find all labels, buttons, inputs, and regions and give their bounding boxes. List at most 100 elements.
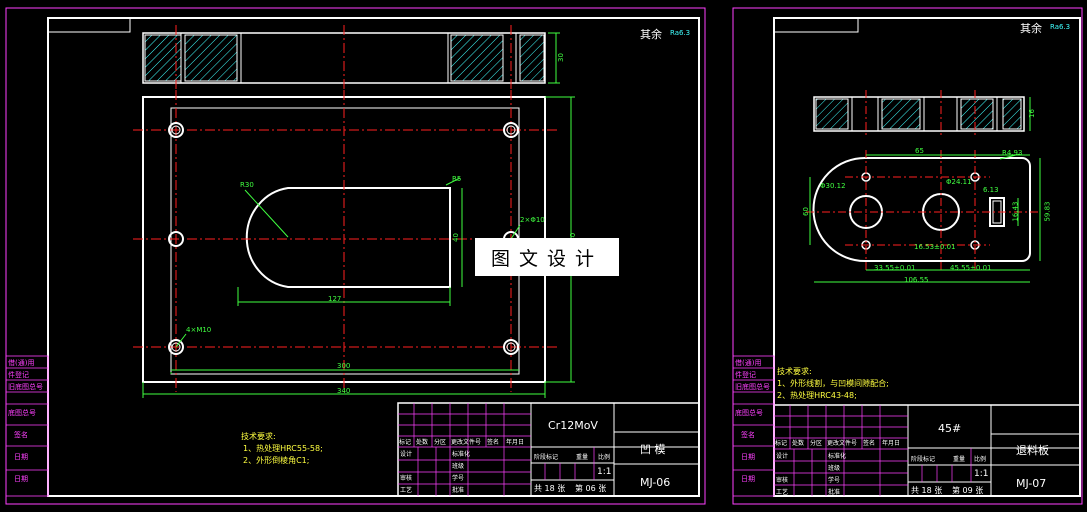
left-tb-design: 设计 xyxy=(400,451,413,458)
right-tb-weight: 重量 xyxy=(953,456,966,463)
left-dim-holes-4: 4×M10 xyxy=(186,326,212,334)
left-side-1: 件登记 xyxy=(8,371,29,379)
right-tb-approve: 批准 xyxy=(828,489,841,496)
right-dim-h-left: 60 xyxy=(801,207,810,216)
right-scale: 1:1 xyxy=(974,469,989,479)
right-dim-h-total: 59.83 xyxy=(1043,201,1052,222)
right-tb-count: 处数 xyxy=(792,440,805,447)
left-tb-scale: 比例 xyxy=(598,454,611,461)
left-title-grid xyxy=(398,403,595,496)
left-dim-r-small: R5 xyxy=(452,175,462,183)
left-tb-craft: 工艺 xyxy=(400,487,413,494)
left-roughness-value: Ra6.3 xyxy=(670,29,691,37)
right-tb-group: 班级 xyxy=(828,465,841,472)
left-tb-date: 年月日 xyxy=(506,439,525,446)
right-tb-sign: 签名 xyxy=(863,440,876,447)
left-dim-holes-2: 2×Φ10 xyxy=(520,216,545,224)
left-sheet-inner-frame xyxy=(47,17,700,497)
right-dim-off-3: 45.55±0.01 xyxy=(950,264,992,272)
left-side-2: 旧底图总号 xyxy=(8,383,43,391)
left-tb-student: 学号 xyxy=(452,475,465,482)
right-dim-w-slot: 6.13 xyxy=(983,186,999,194)
left-sheet xyxy=(5,7,706,505)
left-dim-outer-width: 340 xyxy=(337,387,351,395)
left-side-5: 日期 xyxy=(14,453,28,461)
left-tb-approve: 批准 xyxy=(452,487,465,494)
right-roughness-value: Ra6.3 xyxy=(1050,23,1071,31)
left-tb-stage: 阶段标记 xyxy=(534,454,559,461)
right-part-name: 退料板 xyxy=(1016,444,1049,457)
right-tb-student: 学号 xyxy=(828,477,841,484)
left-scale: 1:1 xyxy=(597,467,612,477)
left-tech-1: 1、热处理HRC55-58; xyxy=(243,444,323,453)
left-sheet-total: 共 18 张 xyxy=(534,484,566,493)
right-dim-h-slot: 16.43 xyxy=(1011,201,1020,222)
left-tech-2: 2、外形倒棱角C1; xyxy=(243,456,310,465)
left-tb-standardize: 标准化 xyxy=(452,451,471,458)
left-tb-mark: 标记 xyxy=(399,439,412,446)
right-sheet xyxy=(732,7,1083,505)
left-tb-count: 处数 xyxy=(416,439,429,446)
right-sheet-number: 第 09 张 xyxy=(952,486,984,495)
left-dim-slot-height: 40 xyxy=(451,233,460,242)
left-sheet-outer-frame xyxy=(5,7,706,505)
left-roughness-note: 其余 xyxy=(640,28,662,41)
right-tech-1: 1、外形线割，与凹模间隙配合; xyxy=(777,379,889,388)
right-side-4: 签名 xyxy=(741,431,755,439)
right-sheet-inner-frame xyxy=(773,17,1081,497)
right-sheet-outer-frame xyxy=(732,7,1083,505)
right-dim-65: 65 xyxy=(915,147,924,155)
ejector-plan-view xyxy=(806,150,1041,283)
watermark-label: 图文设计 xyxy=(475,238,619,276)
left-side-0: 借(通)用 xyxy=(8,359,35,367)
left-part-name: 凹 模 xyxy=(640,443,666,456)
right-tb-standardize: 标准化 xyxy=(828,453,847,460)
right-dim-off-1: 16.53±0.01 xyxy=(914,243,956,251)
right-dim-r-top: R4.93 xyxy=(1002,149,1023,157)
right-drawing-no: MJ-07 xyxy=(1016,477,1047,490)
left-tech-title: 技术要求: xyxy=(241,432,276,441)
left-tb-change: 更改文件号 xyxy=(451,439,482,446)
left-dim-inner-width: 300 xyxy=(337,362,351,370)
right-tb-design: 设计 xyxy=(776,453,789,460)
right-tb-stage: 阶段标记 xyxy=(911,456,936,463)
left-drawing-no: MJ-06 xyxy=(640,476,671,489)
left-dim-r-big: R30 xyxy=(240,181,254,189)
right-side-3: 底图总号 xyxy=(735,409,763,417)
left-sheet-corner-tab xyxy=(47,17,131,33)
right-material: 45# xyxy=(938,422,962,435)
right-tb-scale: 比例 xyxy=(974,456,987,463)
right-side-strip xyxy=(732,355,775,497)
right-dim-len-total: 106.55 xyxy=(904,276,929,284)
right-side-5: 日期 xyxy=(741,453,755,461)
right-dim-thickness: 16 xyxy=(1027,109,1036,118)
left-tb-sign: 签名 xyxy=(487,439,500,446)
left-tb-weight: 重量 xyxy=(576,454,589,461)
right-tb-mark: 标记 xyxy=(775,440,788,447)
left-sheet-number: 第 06 张 xyxy=(575,484,607,493)
right-side-6: 日期 xyxy=(741,475,755,483)
die-side-view xyxy=(142,25,560,92)
right-tb-review: 审核 xyxy=(776,477,789,484)
right-roughness-note: 其余 xyxy=(1020,22,1042,35)
right-sheet-total: 共 18 张 xyxy=(911,486,943,495)
right-tech-title: 技术要求: xyxy=(777,367,812,376)
right-dim-d-mid: Φ24.11 xyxy=(946,178,972,186)
left-tb-review: 审核 xyxy=(400,475,413,482)
right-dim-d-left: Φ30.12 xyxy=(820,182,846,190)
left-dim-slot-length: 127 xyxy=(328,295,342,303)
right-tb-craft: 工艺 xyxy=(776,489,789,496)
right-side-1: 件登记 xyxy=(735,371,756,379)
right-tb-change: 更改文件号 xyxy=(827,440,858,447)
ejector-side-view xyxy=(813,90,1031,138)
right-side-0: 借(通)用 xyxy=(735,359,762,367)
left-dim-thickness: 30 xyxy=(556,53,565,62)
right-title-grid xyxy=(774,405,972,496)
left-side-strip xyxy=(5,355,49,497)
right-tb-zone: 分区 xyxy=(810,440,823,447)
right-dim-off-2: 33.55±0.01 xyxy=(874,264,916,272)
left-side-6: 日期 xyxy=(14,475,28,483)
right-tech-2: 2、热处理HRC43-48; xyxy=(777,391,857,400)
left-tb-zone: 分区 xyxy=(434,439,447,446)
